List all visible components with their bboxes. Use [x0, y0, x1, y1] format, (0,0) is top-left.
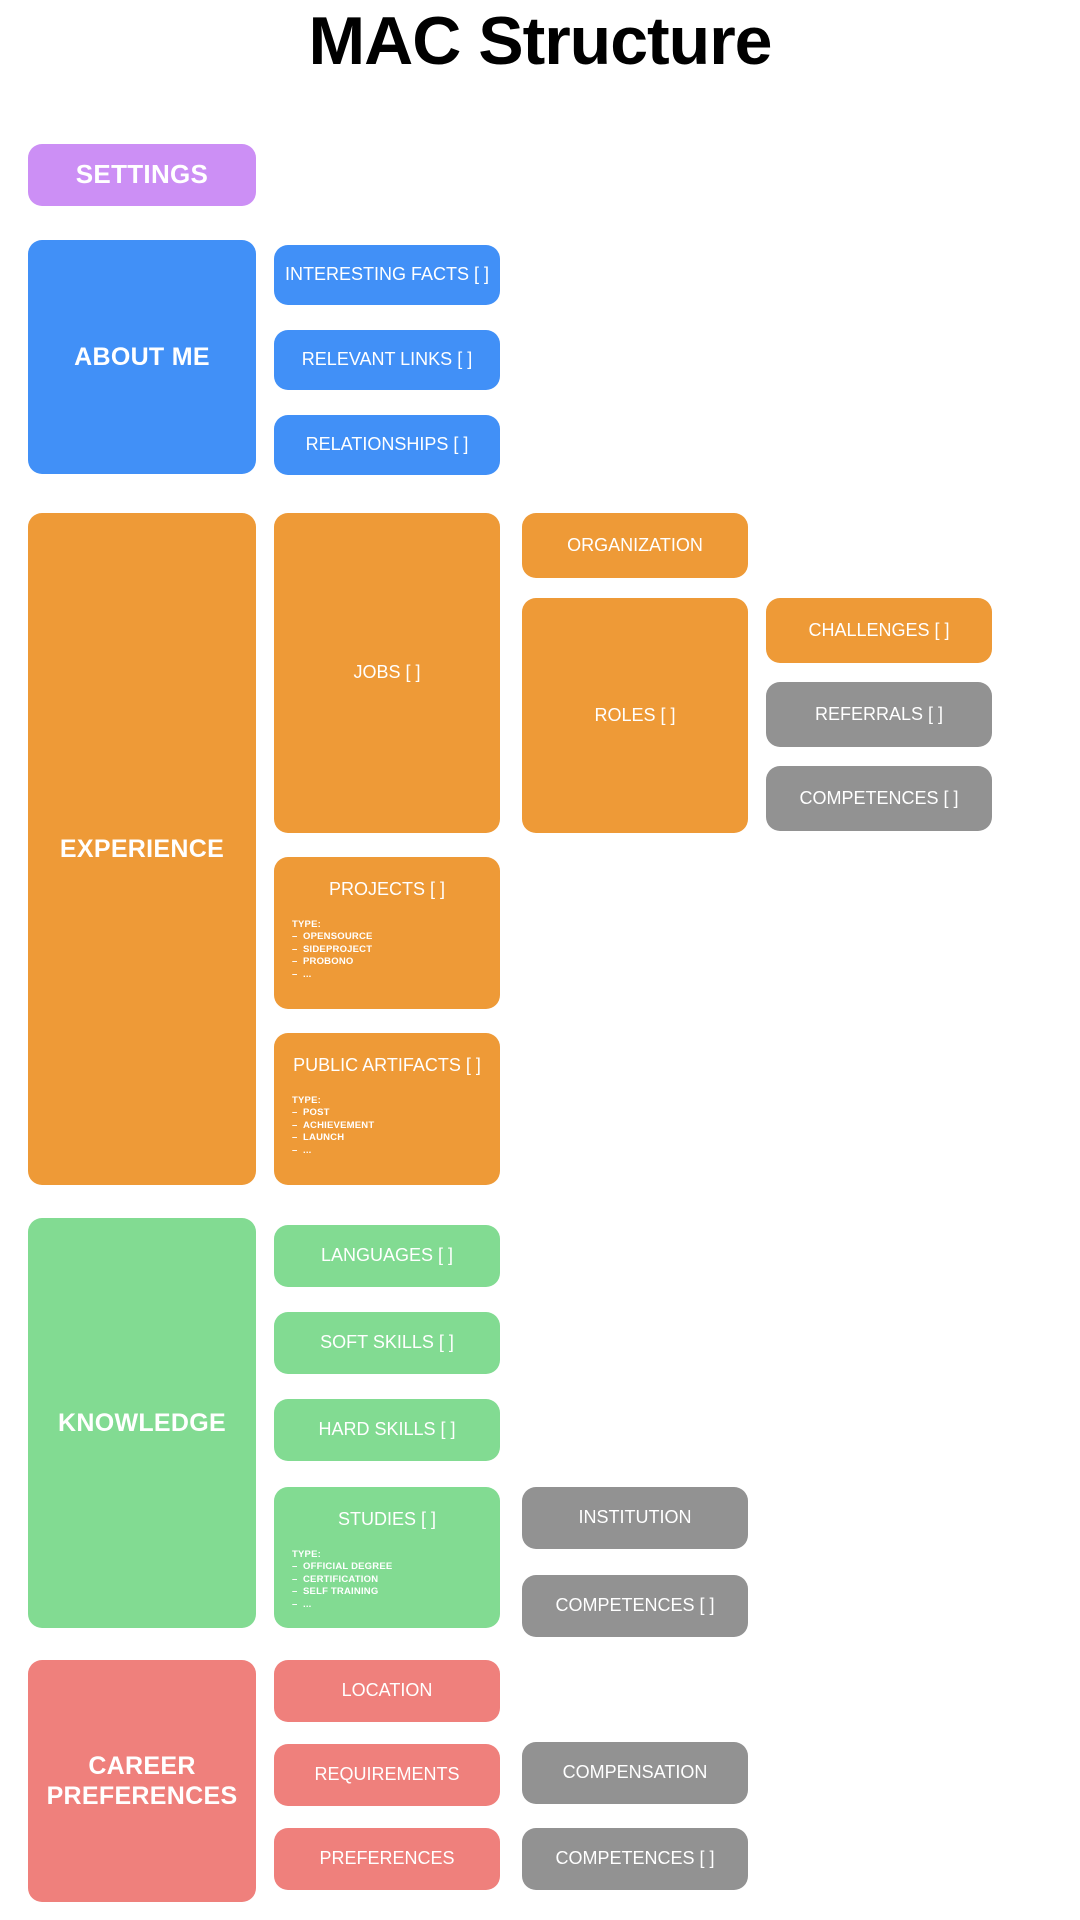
knowledge-studies[interactable]: STUDIES [ ] TYPE: –OFFICIAL DEGREE –CERT… [274, 1487, 500, 1628]
knowledge-competences-label: COMPETENCES [ ] [555, 1595, 715, 1616]
experience-projects-label: PROJECTS [ ] [328, 879, 445, 899]
career-preferences-label: CAREER PREFERENCES [46, 1752, 238, 1810]
section-experience[interactable]: EXPERIENCE [28, 513, 256, 1185]
experience-challenges-label: CHALLENGES [ ] [808, 619, 950, 640]
knowledge-languages-label: LANGUAGES [ ] [320, 1245, 454, 1266]
about-me-relevant-links-label: RELEVANT LINKS [ ] [301, 349, 473, 370]
knowledge-soft-skills-label: SOFT SKILLS [ ] [320, 1332, 454, 1353]
knowledge-languages[interactable]: LANGUAGES [ ] [274, 1225, 500, 1287]
career-preferences-requirements[interactable]: REQUIREMENTS [274, 1744, 500, 1806]
type-item-label: PROBONO [303, 956, 354, 968]
type-item: –LAUNCH [292, 1132, 345, 1144]
knowledge-competences[interactable]: COMPETENCES [ ] [522, 1575, 748, 1637]
about-me-interesting-facts-label: INTERESTING FACTS [ ] [284, 264, 490, 285]
about-me-relationships-label: RELATIONSHIPS [ ] [305, 434, 469, 455]
type-item-label: SIDEPROJECT [303, 943, 373, 955]
about-me-relevant-links[interactable]: RELEVANT LINKS [ ] [274, 330, 500, 390]
career-preferences-compensation[interactable]: COMPENSATION [522, 1742, 748, 1804]
knowledge-hard-skills-label: HARD SKILLS [ ] [318, 1419, 456, 1440]
type-item-label: OPENSOURCE [303, 931, 373, 943]
type-item: –PROBONO [292, 956, 354, 968]
knowledge-studies-type-list: TYPE: –OFFICIAL DEGREE –CERTIFICATION –S… [274, 1549, 392, 1612]
section-career-preferences[interactable]: CAREER PREFERENCES [28, 1660, 256, 1902]
experience-competences-label: COMPETENCES [ ] [799, 787, 959, 808]
settings-card[interactable]: SETTINGS [28, 144, 256, 206]
experience-label: EXPERIENCE [59, 835, 225, 863]
type-item-label: ... [303, 968, 312, 980]
type-item-label: POST [303, 1107, 330, 1119]
type-item-label: SELF TRAINING [303, 1586, 379, 1598]
page-title: MAC Structure [308, 3, 772, 79]
experience-projects[interactable]: PROJECTS [ ] TYPE: –OPENSOURCE –SIDEPROJ… [274, 857, 500, 1009]
career-preferences-preferences-label: PREFERENCES [319, 1848, 455, 1869]
knowledge-studies-label: STUDIES [ ] [337, 1509, 436, 1529]
experience-jobs-label: JOBS [ ] [353, 662, 421, 683]
type-heading: TYPE: [292, 1548, 321, 1560]
experience-roles-label: ROLES [ ] [594, 704, 676, 725]
type-item: –SELF TRAINING [292, 1586, 379, 1598]
about-me-interesting-facts[interactable]: INTERESTING FACTS [ ] [274, 245, 500, 305]
type-item: –CERTIFICATION [292, 1573, 379, 1585]
type-item: –... [292, 1598, 312, 1610]
type-heading: TYPE: [292, 1094, 321, 1106]
career-preferences-requirements-label: REQUIREMENTS [314, 1764, 460, 1785]
section-knowledge[interactable]: KNOWLEDGE [28, 1218, 256, 1628]
about-me-label: ABOUT ME [74, 343, 210, 371]
settings-label: SETTINGS [75, 159, 209, 190]
type-item-label: LAUNCH [303, 1132, 345, 1144]
type-item-label: OFFICIAL DEGREE [303, 1561, 393, 1573]
type-item-label: ... [303, 1598, 312, 1610]
experience-public-artifacts[interactable]: PUBLIC ARTIFACTS [ ] TYPE: –POST –ACHIEV… [274, 1033, 500, 1185]
experience-organization[interactable]: ORGANIZATION [522, 513, 748, 578]
experience-referrals-label: REFERRALS [ ] [814, 703, 944, 724]
experience-organization-label: ORGANIZATION [567, 534, 703, 555]
career-preferences-location-label: LOCATION [341, 1680, 433, 1701]
type-item: –OFFICIAL DEGREE [292, 1561, 393, 1573]
experience-competences[interactable]: COMPETENCES [ ] [766, 766, 992, 831]
type-item-label: CERTIFICATION [303, 1573, 379, 1585]
experience-referrals[interactable]: REFERRALS [ ] [766, 682, 992, 747]
career-preferences-location[interactable]: LOCATION [274, 1660, 500, 1722]
knowledge-institution-label: INSTITUTION [578, 1507, 692, 1528]
type-item: –OPENSOURCE [292, 931, 373, 943]
type-item: –ACHIEVEMENT [292, 1119, 375, 1131]
career-preferences-competences[interactable]: COMPETENCES [ ] [522, 1828, 748, 1890]
type-item: –... [292, 968, 312, 980]
knowledge-label: KNOWLEDGE [58, 1409, 226, 1437]
type-item: –... [292, 1144, 312, 1156]
experience-public-artifacts-label: PUBLIC ARTIFACTS [ ] [293, 1055, 481, 1075]
career-preferences-preferences[interactable]: PREFERENCES [274, 1828, 500, 1890]
type-item: –POST [292, 1107, 330, 1119]
experience-challenges[interactable]: CHALLENGES [ ] [766, 598, 992, 663]
knowledge-hard-skills[interactable]: HARD SKILLS [ ] [274, 1399, 500, 1461]
experience-roles[interactable]: ROLES [ ] [522, 598, 748, 833]
type-item-label: ACHIEVEMENT [303, 1119, 375, 1131]
career-preferences-compensation-label: COMPENSATION [562, 1762, 708, 1783]
experience-jobs[interactable]: JOBS [ ] [274, 513, 500, 833]
about-me-relationships[interactable]: RELATIONSHIPS [ ] [274, 415, 500, 475]
experience-public-artifacts-type-list: TYPE: –POST –ACHIEVEMENT –LAUNCH –... [274, 1095, 374, 1158]
knowledge-institution[interactable]: INSTITUTION [522, 1487, 748, 1549]
type-item: –SIDEPROJECT [292, 943, 373, 955]
type-heading: TYPE: [292, 918, 321, 930]
type-item-label: ... [303, 1144, 312, 1156]
experience-projects-type-list: TYPE: –OPENSOURCE –SIDEPROJECT –PROBONO … [274, 919, 373, 982]
career-preferences-competences-label: COMPETENCES [ ] [555, 1848, 715, 1869]
knowledge-soft-skills[interactable]: SOFT SKILLS [ ] [274, 1312, 500, 1374]
section-about-me[interactable]: ABOUT ME [28, 240, 256, 474]
